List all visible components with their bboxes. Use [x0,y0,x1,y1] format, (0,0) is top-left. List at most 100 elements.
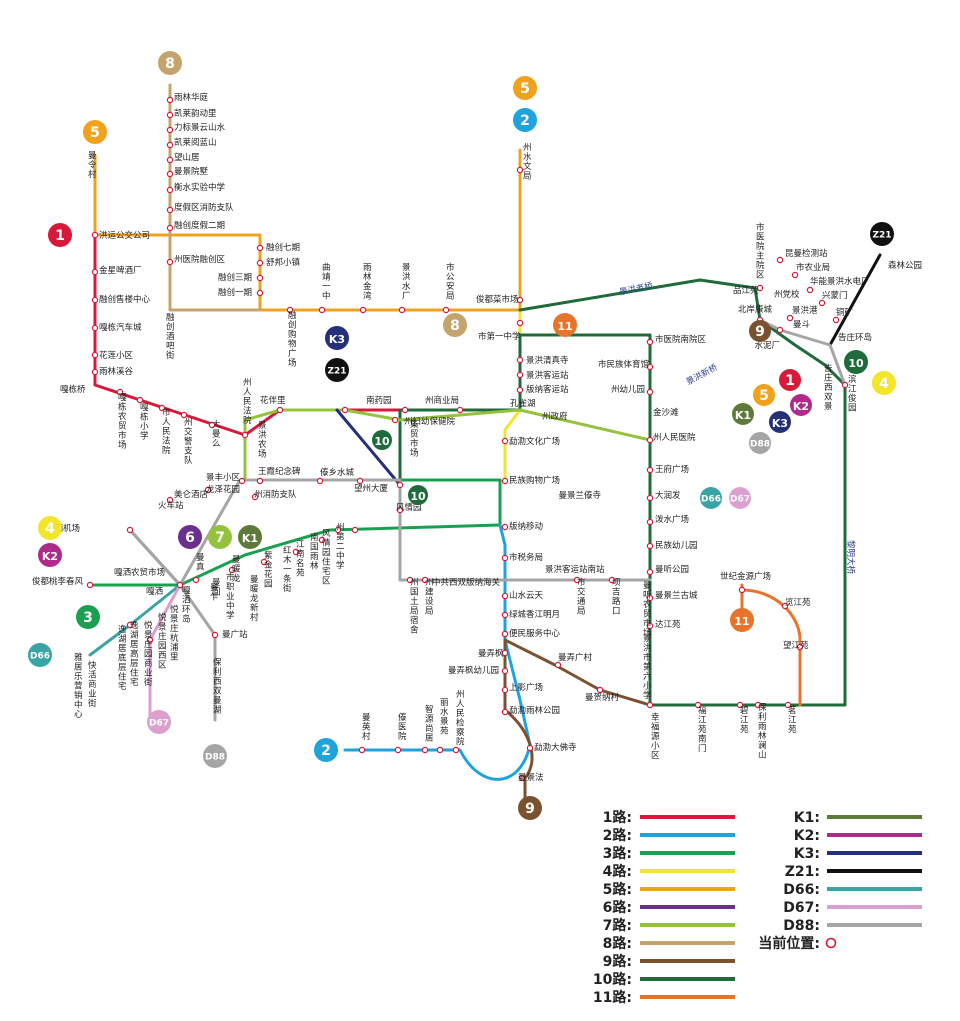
stop-label: 景洪客运站南站 [545,564,605,575]
route-badge-K3[interactable]: K3 [769,411,791,433]
route-badge-K1[interactable]: K1 [238,525,262,549]
station-dot [501,611,509,619]
route-badge-11[interactable]: 11 [553,313,577,337]
route-badge-8[interactable]: 8 [158,51,182,75]
stop-label: 曼贺纳村 [585,692,620,703]
route-badge-4[interactable]: 4 [872,371,896,395]
stop-label: 达江苑 [655,619,681,630]
svg-text:11: 11 [734,615,749,628]
station-dot [228,566,236,574]
route-badge-7[interactable]: 7 [208,525,232,549]
station-dot [516,319,524,327]
route-badge-11[interactable]: 11 [730,608,754,632]
station-dot [260,558,268,566]
stop-label: 市公安局 [446,262,455,302]
route-badge-2[interactable]: 2 [513,108,537,132]
legend-label: 1路: [603,809,632,826]
station-dot [394,746,402,754]
stop-label: 嘎洒环岛 [182,586,191,625]
route-badge-1[interactable]: 1 [779,369,801,391]
stop-label: 州国土局宿舍 [410,578,419,636]
station-dot [276,406,284,414]
route-badge-1[interactable]: 1 [48,223,72,247]
route-badge-D67[interactable]: D67 [147,710,171,734]
route-badge-D66[interactable]: D66 [700,487,722,509]
route-badge-K3[interactable]: K3 [325,326,349,350]
stop-label: 嘎洒机场 [46,523,80,534]
route-badge-9[interactable]: 9 [518,796,542,820]
stop-label: 快活商业街 [88,660,97,709]
station-dot [256,259,264,267]
station-dot [391,416,399,424]
station-dot [401,406,409,414]
route-badge-9[interactable]: 9 [749,320,771,342]
stop-label: 版纳客运站 [526,384,569,395]
legend-label: 5路: [603,881,632,898]
stop-label: 市职业中学 [226,572,235,621]
stop-label: 望山居 [174,152,200,163]
station-dot [421,746,429,754]
stop-label: 便民服务中心 [509,628,561,639]
station-dot [91,231,99,239]
stop-label: 集贸市场 [410,419,419,459]
stop-label: 市医院主院区 [756,222,765,281]
route-badge-D67[interactable]: D67 [729,487,751,509]
stop-label: 嘎栋小学 [140,403,149,442]
route-badge-5[interactable]: 5 [513,76,537,100]
station-dot [126,526,134,534]
svg-text:K1: K1 [735,409,751,422]
station-dot [791,271,799,279]
station-dot [208,421,216,429]
stop-label: 景丰小区 [206,472,241,483]
route-badge-D66[interactable]: D66 [28,643,52,667]
route-badge-4[interactable]: 4 [38,516,62,540]
stop-label: 智源尚居 [425,704,434,744]
route-badge-8[interactable]: 8 [443,313,467,337]
svg-text:Z21: Z21 [872,231,891,241]
current-position-label: 当前位置: [758,935,820,952]
route-badge-K2[interactable]: K2 [790,394,812,416]
route-badge-Z21[interactable]: Z21 [870,222,894,246]
legend-label: 9路: [603,953,632,970]
stop-label: 悦景庄园商业街 [144,620,153,688]
route-badge-5[interactable]: 5 [753,384,775,406]
station-dot [832,316,840,324]
stop-label: 曼暖龙 [232,555,241,584]
route-badge-D88[interactable]: D88 [203,744,227,768]
station-dot [516,296,524,304]
station-dot [501,649,509,657]
svg-text:K2: K2 [42,550,58,563]
route-badge-2[interactable]: 2 [314,738,338,762]
route-badge-5[interactable]: 5 [83,120,107,144]
svg-text:K3: K3 [329,333,345,346]
stop-label: 曼弄广村 [558,652,593,663]
stop-label: 勐泐雨林公园 [509,705,560,716]
station-dot [91,324,99,332]
stop-label: 市农业局 [796,262,830,273]
stop-label: 雅居乐营销中心 [74,652,83,720]
station-dot [256,274,264,282]
route-badge-6[interactable]: 6 [178,525,202,549]
station-dot [251,493,259,501]
station-dot [501,523,509,531]
stop-label: 州人民医院 [653,432,696,443]
stop-label: 州人民法院 [243,378,252,426]
stop-label: 景洪水厂 [402,263,411,302]
route-badge-10[interactable]: 10 [372,430,392,450]
route-badge-K1[interactable]: K1 [732,403,754,425]
route-badge-Z21[interactable]: Z21 [325,358,349,382]
route-badge-10[interactable]: 10 [844,350,868,374]
stop-label: 曼广站 [222,629,248,640]
route-badge-10[interactable]: 10 [408,485,428,505]
svg-text:K3: K3 [772,417,788,430]
svg-text:3: 3 [83,610,93,626]
stop-label: 勐泐大佛寺 [534,742,577,753]
stop-label: 雨林溪谷 [99,366,134,377]
route-badge-D88[interactable]: D88 [749,432,771,454]
stop-label: 曼听农贸市场 [643,581,652,639]
route-badge-3[interactable]: 3 [76,605,100,629]
station-dot [176,581,184,589]
station-dot [192,576,200,584]
station-dot [256,289,264,297]
route-badge-K2[interactable]: K2 [38,543,62,567]
